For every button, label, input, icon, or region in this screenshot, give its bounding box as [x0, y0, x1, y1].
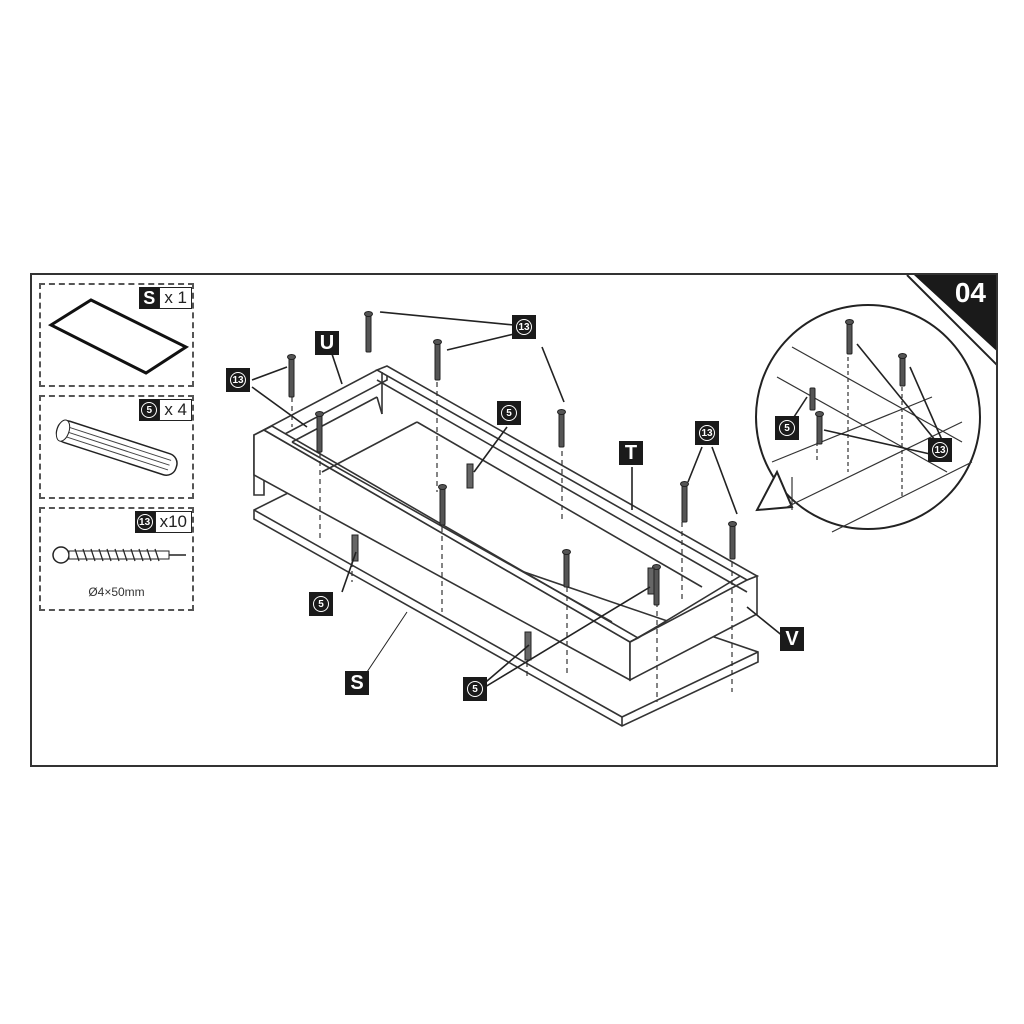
part-code: 5 — [139, 399, 160, 421]
assembly-diagram — [251, 275, 996, 727]
callout-dowel: 5 — [463, 677, 487, 701]
label-panel-t: T — [619, 441, 643, 465]
callout-dowel: 5 — [497, 401, 521, 425]
instruction-step-frame: 04 — [30, 273, 998, 767]
panel-board-icon — [47, 298, 190, 375]
label-panel-u: U — [315, 331, 339, 355]
step-number: 04 — [954, 277, 986, 308]
callout-dowel: 5 — [775, 416, 799, 440]
part-card-panel-s: S x 1 — [39, 283, 194, 387]
part-quantity: x 1 — [159, 287, 192, 309]
callout-screw: 13 — [512, 315, 536, 339]
part-code: 13 — [134, 511, 155, 533]
label-panel-v: V — [780, 627, 804, 651]
callout-screw: 13 — [928, 438, 952, 462]
part-quantity: x 4 — [159, 399, 192, 421]
part-code: S — [139, 287, 160, 309]
part-card-screw: 13 x10 Ø4×50mm — [39, 507, 194, 611]
part-card-dowel: 5 x 4 — [39, 395, 194, 499]
callout-screw: 13 — [695, 421, 719, 445]
callout-dowel: 5 — [309, 592, 333, 616]
screw-spec: Ø4×50mm — [88, 585, 145, 599]
label-panel-s: S — [345, 671, 369, 695]
dowel-icon — [55, 419, 178, 476]
callout-screw: 13 — [226, 368, 250, 392]
part-quantity: x10 — [154, 511, 192, 533]
screw-icon — [52, 546, 186, 564]
